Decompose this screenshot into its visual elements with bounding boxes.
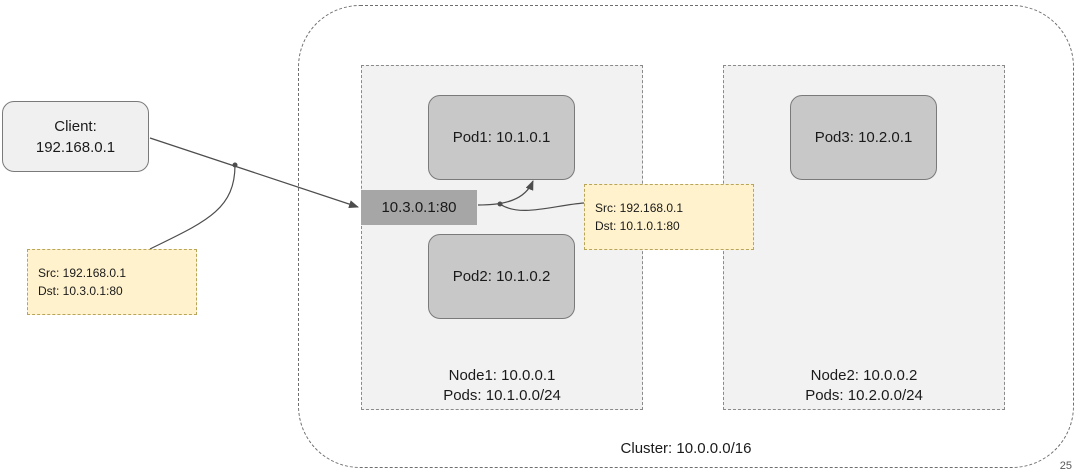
client-label: Client: — [54, 117, 97, 135]
client-box: Client: 192.168.0.1 — [2, 101, 149, 172]
node1-name: Node1: 10.0.0.1 — [448, 367, 556, 384]
node2-pod-cidr: Pods: 10.2.0.0/24 — [805, 387, 923, 404]
node2-name: Node2: 10.0.0.2 — [810, 367, 918, 384]
pod1-label: Pod1: 10.1.0.1 — [452, 129, 551, 146]
cluster-boundary: Cluster: 10.0.0.0/16 — [298, 5, 1074, 468]
pod2-box: Pod2: 10.1.0.2 — [428, 234, 575, 319]
pod3-label: Pod3: 10.2.0.1 — [814, 129, 913, 146]
client-ip: 192.168.0.1 — [35, 138, 116, 156]
pod1-box: Pod1: 10.1.0.1 — [428, 95, 575, 180]
pod-packet-note: Src: 192.168.0.1 Dst: 10.1.0.1:80 — [584, 184, 754, 250]
pod3-box: Pod3: 10.2.0.1 — [790, 95, 937, 180]
pod-packet-dst: Dst: 10.1.0.1:80 — [595, 219, 680, 233]
service-vip-box: 10.3.0.1:80 — [361, 190, 477, 225]
client-packet-src: Src: 192.168.0.1 — [38, 266, 127, 280]
service-to-pod1-arrow — [477, 180, 534, 206]
pod-packet-src: Src: 192.168.0.1 — [595, 201, 684, 215]
service-vip-label: 10.3.0.1:80 — [381, 199, 457, 216]
client-packet-callout — [149, 164, 236, 250]
node2-label: Node2: 10.0.0.2 Pods: 10.2.0.0/24 — [724, 366, 1004, 406]
node1-label: Node1: 10.0.0.1 Pods: 10.1.0.0/24 — [362, 366, 642, 406]
pod-packet-callout-dot — [497, 201, 503, 207]
pod2-label: Pod2: 10.1.0.2 — [452, 268, 551, 285]
client-packet-note: Src: 192.168.0.1 Dst: 10.3.0.1:80 — [27, 249, 197, 315]
client-packet-callout-dot — [232, 162, 238, 168]
cluster-label: Cluster: 10.0.0.0/16 — [620, 440, 752, 457]
client-to-service-arrow — [149, 137, 359, 208]
pod-packet-callout — [499, 202, 585, 211]
client-packet-dst: Dst: 10.3.0.1:80 — [38, 284, 123, 298]
node1-pod-cidr: Pods: 10.1.0.0/24 — [443, 387, 561, 404]
slide-number: 25 — [1059, 460, 1072, 472]
